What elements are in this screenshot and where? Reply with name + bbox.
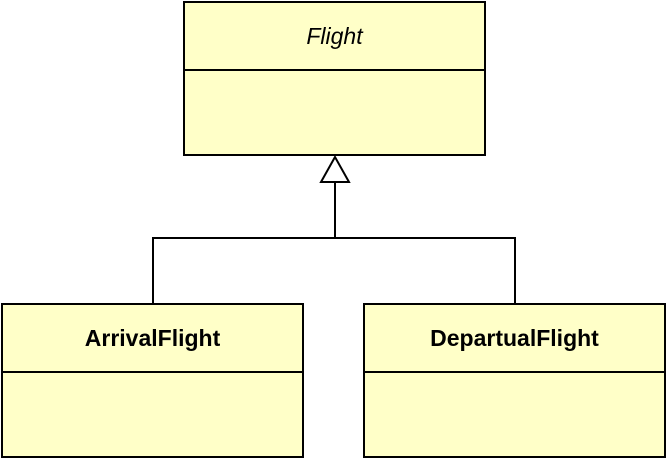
class-divider bbox=[185, 69, 484, 71]
class-divider bbox=[365, 371, 664, 373]
class-attributes-section bbox=[3, 373, 302, 456]
class-departualflight[interactable]: DepartualFlight bbox=[363, 303, 666, 458]
class-flight[interactable]: Flight bbox=[183, 1, 486, 156]
class-divider bbox=[3, 371, 302, 373]
class-arrivalflight[interactable]: ArrivalFlight bbox=[1, 303, 304, 458]
class-name-arrivalflight: ArrivalFlight bbox=[84, 324, 221, 351]
class-attributes-section bbox=[185, 71, 484, 154]
class-attributes-section bbox=[365, 373, 664, 456]
generalization-arrowhead bbox=[319, 154, 351, 183]
class-name-departualflight: DepartualFlight bbox=[430, 324, 599, 351]
class-name-flight: Flight bbox=[306, 22, 363, 49]
